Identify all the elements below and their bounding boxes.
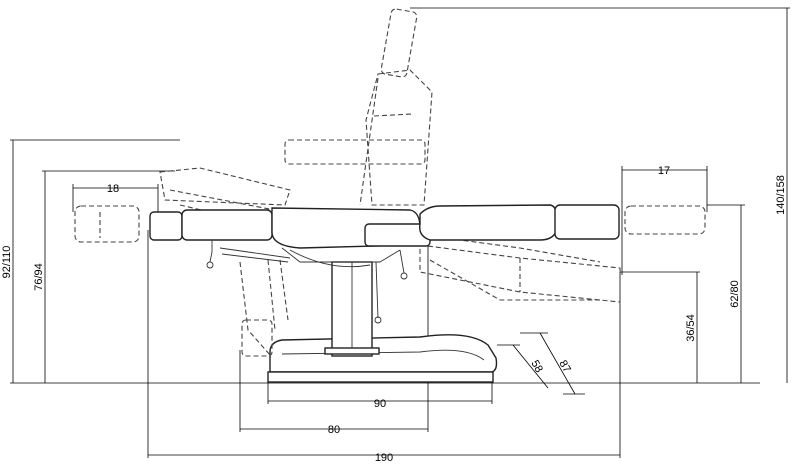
dim-low-height: 36/54 [685,314,697,342]
chair-base [267,261,498,383]
dim-total-height: 92/110 [1,246,13,279]
alternate-positions [74,8,706,357]
dim-column-width: 80 [328,424,340,436]
dim-right-height: 62/80 [729,280,741,308]
dim-back-height: 140/158 [775,175,787,215]
dim-leg-rest-length: 17 [658,165,670,177]
dim-seat-height: 76/94 [33,263,45,291]
dimension-labels: 18 17 92/110 76/94 140/158 62/80 36/54 5… [1,165,787,464]
dim-base-width: 90 [374,398,386,410]
dim-base-diag-short: 58 [528,358,545,375]
chair-flat-position [149,204,620,280]
dim-arm-rest-length: 18 [107,183,119,195]
dimension-lines [10,7,790,458]
dim-total-length: 190 [375,452,393,464]
dim-base-diag-long: 87 [556,358,573,375]
